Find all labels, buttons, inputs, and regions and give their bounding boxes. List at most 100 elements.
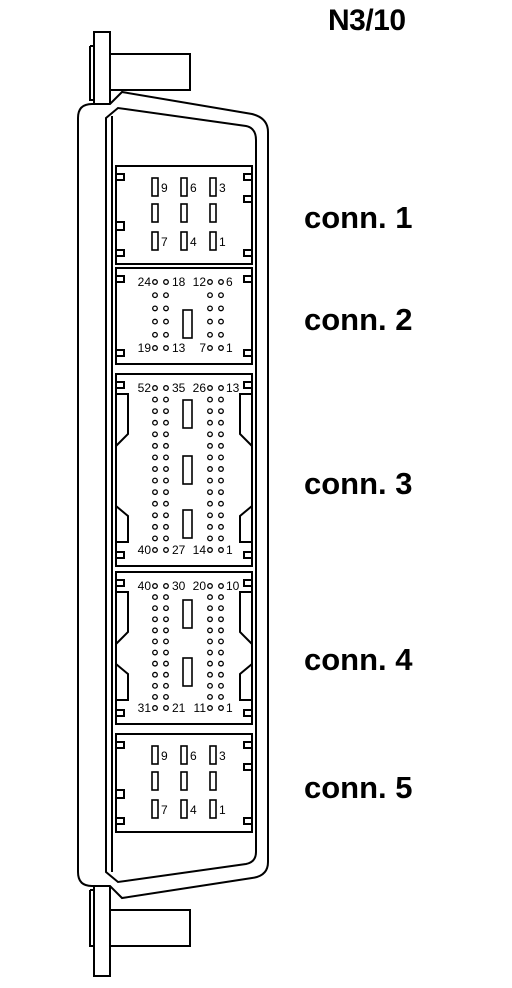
pin-label-bottom-7: 7 <box>161 235 168 249</box>
contact-pin <box>163 649 169 656</box>
contact-pin <box>218 638 224 645</box>
contact-pin <box>218 500 224 507</box>
contact-pin <box>152 419 158 426</box>
pin-label: 35 <box>172 381 186 395</box>
coding-slot <box>182 599 193 629</box>
contact-pin <box>163 523 169 530</box>
connector-2-outline-notch <box>116 349 125 357</box>
contact-pin <box>163 547 169 553</box>
blade-pin <box>180 203 188 223</box>
contact-pin <box>218 605 224 612</box>
contact-pin <box>207 454 213 461</box>
contact-pin <box>163 605 169 612</box>
contact-pin <box>218 385 224 391</box>
blade-pin <box>180 231 188 251</box>
contact-pin <box>218 547 224 553</box>
pin-label: 1 <box>226 701 233 715</box>
contact-pin <box>207 705 213 711</box>
pin-label: 1 <box>226 543 233 557</box>
contact-pin <box>218 594 224 601</box>
contact-pin <box>163 594 169 601</box>
contact-pin <box>163 305 169 312</box>
contact-pin <box>163 408 169 415</box>
contact-pin <box>207 512 213 519</box>
pin-label: 24 <box>138 275 152 289</box>
contact-pin <box>207 523 213 530</box>
contact-pin <box>152 318 158 325</box>
contact-pin <box>207 594 213 601</box>
contact-pin <box>163 671 169 678</box>
contact-pin <box>207 616 213 623</box>
connector-notch <box>239 591 253 645</box>
contact-pin <box>152 305 158 312</box>
contact-pin <box>152 500 158 507</box>
contact-pin <box>207 408 213 415</box>
connector-3-outline-notch <box>243 381 252 389</box>
contact-pin <box>207 605 213 612</box>
housing-inner <box>105 106 257 884</box>
contact-pin <box>218 693 224 700</box>
contact-pin <box>152 345 158 351</box>
connector-1-outline-notch <box>243 173 252 181</box>
contact-pin <box>218 705 224 711</box>
contact-pin <box>207 431 213 438</box>
connector-4-label: conn. 4 <box>304 642 413 677</box>
pin-label-bottom-4: 4 <box>190 803 197 817</box>
contact-pin <box>163 396 169 403</box>
pin-label: 12 <box>193 275 207 289</box>
contact-pin <box>152 408 158 415</box>
contact-pin <box>152 512 158 519</box>
contact-pin <box>152 523 158 530</box>
connector-3-outline-notch <box>243 551 252 559</box>
pin-label: 13 <box>172 341 186 355</box>
contact-pin <box>218 660 224 667</box>
contact-pin <box>152 396 158 403</box>
contact-pin <box>163 616 169 623</box>
contact-pin <box>207 500 213 507</box>
contact-pin <box>207 682 213 689</box>
contact-pin <box>152 638 158 645</box>
contact-pin <box>152 682 158 689</box>
contact-pin <box>152 331 158 338</box>
connector-notch <box>115 591 129 645</box>
pin-label: 40 <box>138 543 152 557</box>
contact-pin <box>152 583 158 589</box>
connector-1-outline-notch <box>243 249 252 257</box>
coding-slot <box>182 657 193 687</box>
contact-pin <box>207 318 213 325</box>
coding-slot <box>182 309 193 339</box>
contact-pin <box>207 583 213 589</box>
connector-5-outline-notch <box>116 817 125 825</box>
contact-pin <box>152 660 158 667</box>
contact-pin <box>163 489 169 496</box>
pin-label-top-6: 6 <box>190 181 197 195</box>
contact-pin <box>207 693 213 700</box>
connector-notch <box>239 663 253 701</box>
contact-pin <box>163 693 169 700</box>
contact-pin <box>152 431 158 438</box>
pin-label: 27 <box>172 543 186 557</box>
pin-label-top-6: 6 <box>190 749 197 763</box>
contact-pin <box>163 292 169 299</box>
pin-label: 7 <box>199 341 206 355</box>
contact-pin <box>163 419 169 426</box>
pin-label: 21 <box>172 701 186 715</box>
contact-pin <box>207 442 213 449</box>
contact-pin <box>163 682 169 689</box>
connector-2-outline-notch <box>243 275 252 283</box>
pin-label-top-3: 3 <box>219 181 226 195</box>
contact-pin <box>218 431 224 438</box>
contact-pin <box>163 318 169 325</box>
connector-3-outline-notch <box>116 381 125 389</box>
contact-pin <box>163 331 169 338</box>
contact-pin <box>207 627 213 634</box>
contact-pin <box>152 489 158 496</box>
contact-pin <box>218 345 224 351</box>
bottom-mounting-tab <box>109 909 191 947</box>
contact-pin <box>152 616 158 623</box>
connector-notch <box>116 221 125 231</box>
pin-label-bottom-4: 4 <box>190 235 197 249</box>
contact-pin <box>218 396 224 403</box>
